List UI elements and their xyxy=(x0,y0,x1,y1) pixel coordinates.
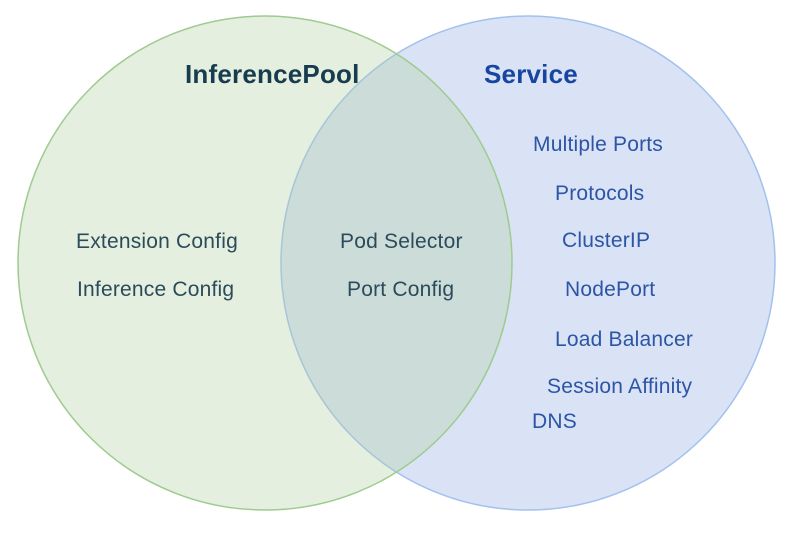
inferencepool-item-inference-config: Inference Config xyxy=(77,278,235,301)
service-item-session-affinity: Session Affinity xyxy=(547,375,693,398)
service-item-nodeport: NodePort xyxy=(565,278,656,301)
inferencepool-title: InferencePool xyxy=(185,59,360,89)
service-item-multiple-ports: Multiple Ports xyxy=(533,133,664,156)
service-item-clusterip: ClusterIP xyxy=(562,229,651,252)
service-item-load-balancer: Load Balancer xyxy=(555,328,694,351)
inferencepool-item-extension-config: Extension Config xyxy=(76,230,238,253)
service-circle xyxy=(280,15,776,511)
service-item-protocols: Protocols xyxy=(555,182,645,205)
intersection-item-pod-selector: Pod Selector xyxy=(340,230,463,253)
service-item-dns: DNS xyxy=(532,410,577,433)
service-title: Service xyxy=(484,59,578,89)
inferencepool-circle xyxy=(17,15,513,511)
intersection-item-port-config: Port Config xyxy=(347,278,455,301)
